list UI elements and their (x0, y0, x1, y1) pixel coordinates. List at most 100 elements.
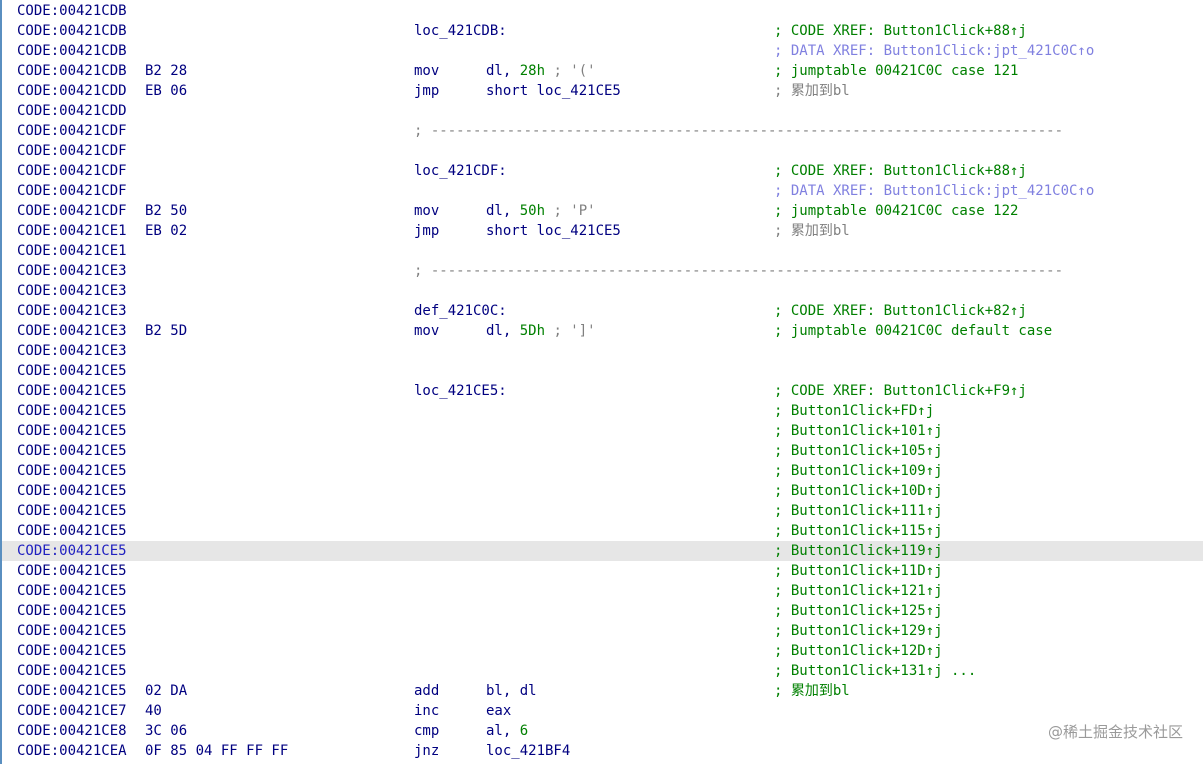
listing-row[interactable]: CODE:00421CDF; DATA XREF: Button1Click:j… (2, 181, 1203, 201)
address[interactable]: CODE:00421CE5 (17, 603, 127, 619)
code-label[interactable]: def_421C0C: (414, 303, 507, 319)
address[interactable]: CODE:00421CE3 (17, 283, 127, 299)
address[interactable]: CODE:00421CE5 (17, 463, 127, 479)
listing-row[interactable]: CODE:00421CE5; Button1Click+111↑j (2, 501, 1203, 521)
address[interactable]: CODE:00421CDB (17, 3, 127, 19)
listing-row[interactable]: CODE:00421CE5; Button1Click+10D↑j (2, 481, 1203, 501)
instruction-mnemonic[interactable]: inc (414, 703, 440, 719)
instruction-operands[interactable]: al, 6 (486, 721, 528, 741)
address[interactable]: CODE:00421CE3 (17, 303, 127, 319)
address[interactable]: CODE:00421CDF (17, 163, 127, 179)
listing-row[interactable]: CODE:00421CE5; Button1Click+131↑j ... (2, 661, 1203, 681)
address[interactable]: CODE:00421CE5 (17, 483, 127, 499)
address[interactable]: CODE:00421CE3 (17, 343, 127, 359)
address[interactable]: CODE:00421CDB (17, 63, 127, 79)
listing-row[interactable]: CODE:00421CE5; Button1Click+105↑j (2, 441, 1203, 461)
address[interactable]: CODE:00421CE5 (17, 643, 127, 659)
listing-row-selected[interactable]: CODE:00421CE5; Button1Click+119↑j (2, 541, 1203, 561)
instruction-mnemonic[interactable]: mov (414, 323, 440, 339)
code-label[interactable]: loc_421CDB: (414, 23, 507, 39)
address[interactable]: CODE:00421CDF (17, 203, 127, 219)
listing-row[interactable]: CODE:00421CE5; Button1Click+125↑j (2, 601, 1203, 621)
address[interactable]: CODE:00421CE3 (17, 323, 127, 339)
address[interactable]: CODE:00421CE5 (17, 403, 127, 419)
instruction-mnemonic[interactable]: jmp (414, 83, 440, 99)
address[interactable]: CODE:00421CDF (17, 183, 127, 199)
listing-row[interactable]: CODE:00421CE5; Button1Click+12D↑j (2, 641, 1203, 661)
address[interactable]: CODE:00421CDD (17, 103, 127, 119)
address[interactable]: CODE:00421CE5 (17, 503, 127, 519)
address[interactable]: CODE:00421CDD (17, 83, 127, 99)
address[interactable]: CODE:00421CE5 (17, 563, 127, 579)
address[interactable]: CODE:00421CE5 (17, 383, 127, 399)
listing-row[interactable]: CODE:00421CE5; Button1Click+129↑j (2, 621, 1203, 641)
instruction-mnemonic[interactable]: jmp (414, 223, 440, 239)
instruction-mnemonic[interactable]: mov (414, 203, 440, 219)
listing-row[interactable]: CODE:00421CE5; Button1Click+11D↑j (2, 561, 1203, 581)
address[interactable]: CODE:00421CE5 (17, 363, 127, 379)
code-label[interactable]: loc_421CE5: (414, 383, 507, 399)
listing-row[interactable]: CODE:00421CE3 (2, 281, 1203, 301)
address[interactable]: CODE:00421CE8 (17, 723, 127, 739)
address[interactable]: CODE:00421CDB (17, 43, 127, 59)
listing-row[interactable]: CODE:00421CE3; -------------------------… (2, 261, 1203, 281)
address[interactable]: CODE:00421CE5 (17, 623, 127, 639)
instruction-operands[interactable]: dl, 50h ; 'P' (486, 201, 596, 221)
address[interactable]: CODE:00421CE5 (17, 683, 127, 699)
address[interactable]: CODE:00421CE5 (17, 443, 127, 459)
instruction-operands[interactable]: short loc_421CE5 (486, 81, 621, 101)
listing-row[interactable]: CODE:00421CE3 (2, 341, 1203, 361)
listing-row[interactable]: CODE:00421CDB (2, 1, 1203, 21)
listing-row[interactable]: CODE:00421CDF (2, 141, 1203, 161)
instruction-operands[interactable]: eax (486, 701, 511, 721)
instruction-operands[interactable]: loc_421BF4 (486, 741, 570, 761)
listing-row[interactable]: CODE:00421CE5; Button1Click+109↑j (2, 461, 1203, 481)
address[interactable]: CODE:00421CE5 (17, 663, 127, 679)
address[interactable]: CODE:00421CE5 (17, 423, 127, 439)
address[interactable]: CODE:00421CDF (17, 123, 127, 139)
listing-row[interactable]: CODE:00421CE5; Button1Click+115↑j (2, 521, 1203, 541)
instruction-operands[interactable]: bl, dl (486, 681, 537, 701)
listing-row[interactable]: CODE:00421CDB; DATA XREF: Button1Click:j… (2, 41, 1203, 61)
address[interactable]: CODE:00421CDF (17, 143, 127, 159)
instruction-operands[interactable]: dl, 5Dh ; ']' (486, 321, 596, 341)
listing-row[interactable]: CODE:00421CE5; Button1Click+121↑j (2, 581, 1203, 601)
listing-row[interactable]: CODE:00421CE5; Button1Click+101↑j (2, 421, 1203, 441)
address[interactable]: CODE:00421CE3 (17, 263, 127, 279)
instruction-operands[interactable]: dl, 28h ; '(' (486, 61, 596, 81)
address[interactable]: CODE:00421CE1 (17, 223, 127, 239)
listing-row[interactable]: CODE:00421CE1 (2, 241, 1203, 261)
address[interactable]: CODE:00421CE5 (17, 583, 127, 599)
instruction-mnemonic[interactable]: cmp (414, 723, 440, 739)
address[interactable]: CODE:00421CE5 (17, 543, 127, 559)
address[interactable]: CODE:00421CE7 (17, 703, 127, 719)
listing-row[interactable]: CODE:00421CE3 def_421C0C: ; CODE XREF: But… (2, 301, 1203, 321)
listing-row[interactable]: CODE:00421CE5; Button1Click+FD↑j (2, 401, 1203, 421)
address[interactable]: CODE:00421CDB (17, 23, 127, 39)
address[interactable]: CODE:00421CE5 (17, 523, 127, 539)
instruction-mnemonic[interactable]: mov (414, 63, 440, 79)
comment: ; CODE XREF: Button1Click+82↑j (774, 303, 1027, 319)
address[interactable]: CODE:00421CE1 (17, 243, 127, 259)
listing-row[interactable]: CODE:00421CE5 (2, 361, 1203, 381)
instruction-mnemonic[interactable]: jnz (414, 743, 440, 759)
address[interactable]: CODE:00421CEA (17, 743, 127, 759)
listing-row[interactable]: CODE:00421CDD (2, 101, 1203, 121)
code-label[interactable]: loc_421CDF: (414, 163, 507, 179)
listing-row[interactable]: CODE:00421CDF; -------------------------… (2, 121, 1203, 141)
instruction-operands[interactable]: short loc_421CE5 (486, 221, 621, 241)
instruction-mnemonic[interactable]: add (414, 683, 440, 699)
